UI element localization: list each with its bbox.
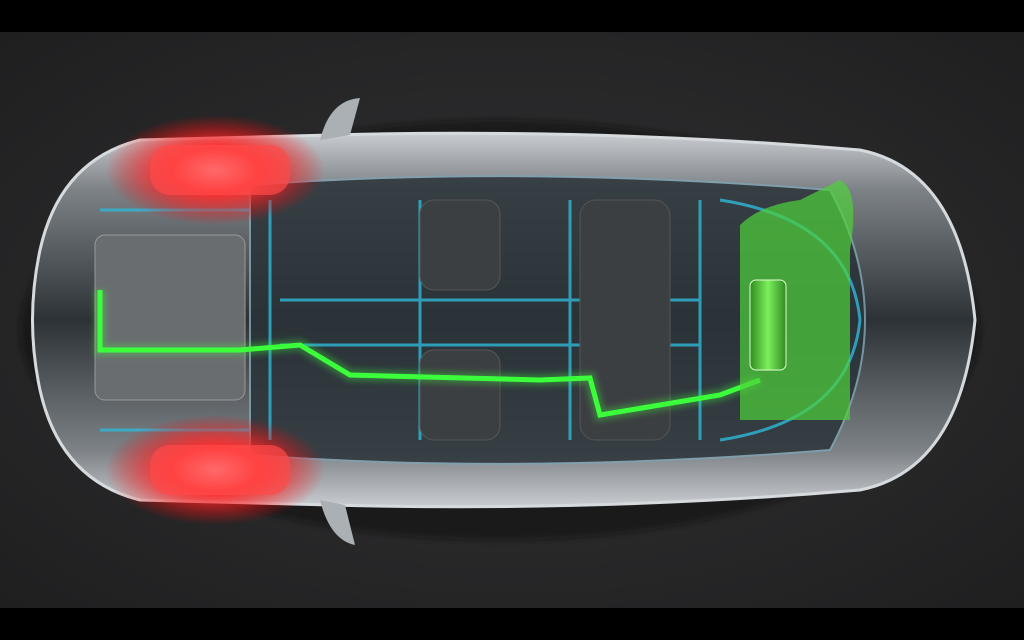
car (20, 98, 980, 545)
mirror-right (320, 500, 355, 545)
battery (740, 180, 854, 420)
wheel-glow (105, 115, 325, 525)
engine (94, 234, 246, 401)
mirror-left (320, 98, 360, 140)
